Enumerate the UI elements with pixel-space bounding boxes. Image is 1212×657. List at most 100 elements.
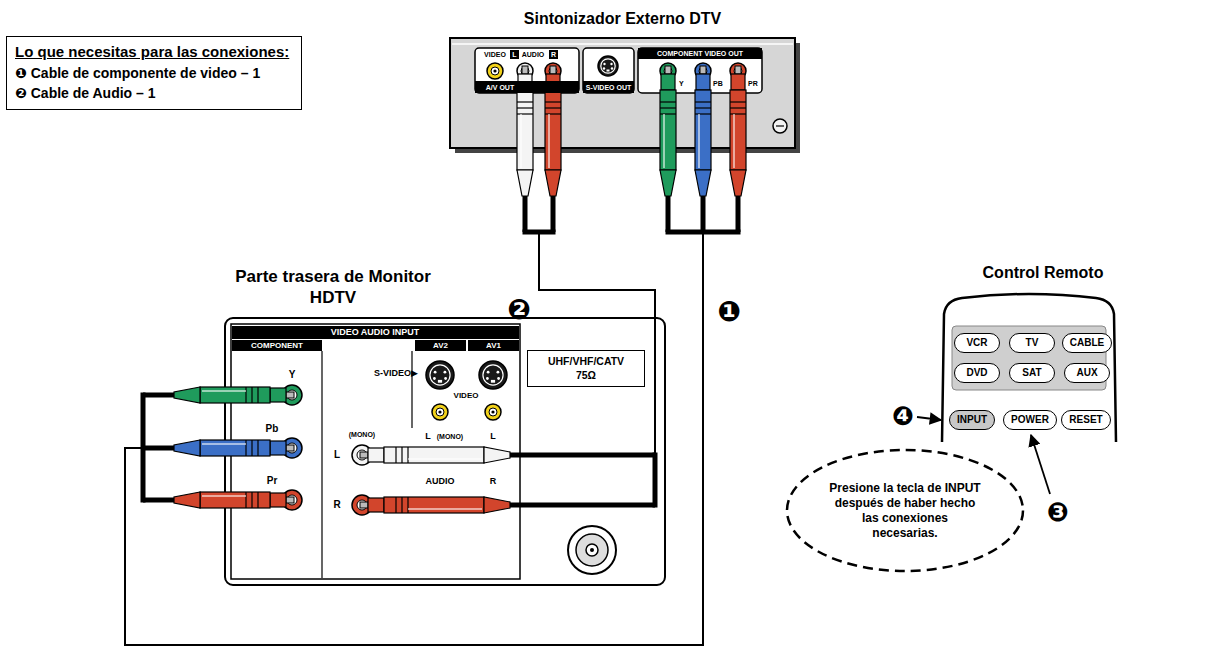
s-video-ring <box>483 365 503 385</box>
plug-grip <box>660 101 676 102</box>
connector-label: L <box>490 432 496 441</box>
connector-label: Y <box>289 370 296 380</box>
plug-grip <box>517 101 533 102</box>
plug-body <box>200 492 270 508</box>
audio-cable <box>654 318 656 455</box>
plug-collar <box>368 498 384 512</box>
plug-shine <box>408 458 482 460</box>
plug-tip <box>735 66 741 74</box>
plug-shine <box>548 114 550 168</box>
plug-shine <box>733 114 735 168</box>
s-video-jack <box>479 361 507 389</box>
plug-boot <box>174 387 200 403</box>
panel-divider <box>411 351 412 428</box>
plug-cable <box>510 453 655 458</box>
connector-label: (MONO) <box>437 433 463 440</box>
plug-shine <box>202 390 246 392</box>
plug-grip <box>251 440 252 456</box>
rca-plug <box>695 66 711 232</box>
s-video-pin <box>603 67 605 69</box>
connector-label: VIDEO <box>454 392 479 400</box>
remote-button: AUX <box>1064 363 1110 383</box>
plug-body <box>200 387 270 403</box>
tuner-highlight <box>452 43 793 45</box>
plug-grip <box>251 492 252 508</box>
plug-tip <box>522 66 528 74</box>
coax-connector <box>568 526 616 574</box>
s-video-key <box>438 380 442 383</box>
connector-label: Y <box>679 80 684 87</box>
connector-label: VIDEO AUDIO INPUT <box>331 328 420 337</box>
connector-label: AV1 <box>486 342 501 350</box>
s-video-pin <box>444 377 447 380</box>
antenna-input-box: UHF/VHF/CATV 75Ω <box>527 350 645 387</box>
connector-label: AV2 <box>433 342 448 350</box>
remote-button: VCR <box>954 333 1000 353</box>
instruction-note: Presione la tecla de INPUT después de ha… <box>785 448 1025 573</box>
plug-boot <box>730 170 746 196</box>
callout-number: ❷ <box>507 296 531 324</box>
connector-label: L <box>334 450 340 460</box>
connector-label: COMPONENT <box>251 342 303 350</box>
video-jack <box>432 404 448 420</box>
plug-body <box>517 90 533 170</box>
plug-boot <box>484 497 510 513</box>
plug-grip <box>257 440 258 456</box>
plug-collar <box>270 441 286 455</box>
remote-button: SAT <box>1009 363 1055 383</box>
panel-divider <box>321 351 322 578</box>
remote-button: POWER <box>1003 410 1057 430</box>
component-out-panel <box>638 48 762 93</box>
s-video-key <box>491 380 495 383</box>
cable-line <box>125 148 703 645</box>
plug-grip <box>401 497 402 513</box>
remote-button: DVD <box>954 363 1000 383</box>
rca-plug <box>143 387 294 403</box>
cable-bracket <box>141 395 146 500</box>
connector-label: PB <box>713 80 723 87</box>
leader-arrow <box>917 417 941 420</box>
plug-grip <box>545 113 561 114</box>
plug-boot <box>174 440 200 456</box>
connector-label: S-VIDEO OUT <box>586 84 632 91</box>
plug-grip <box>257 492 258 508</box>
jack-ring <box>287 390 297 400</box>
s-video-pin <box>487 371 490 374</box>
rca-plug <box>360 447 655 463</box>
plug-collar <box>661 74 675 90</box>
s-video-pin <box>610 63 612 65</box>
plug-collar <box>270 388 286 402</box>
s-video-ring <box>601 59 615 73</box>
plug-grip <box>257 387 258 403</box>
s-video-pin <box>497 377 500 380</box>
cable-line <box>525 148 655 318</box>
connector-label: VIDEO <box>484 51 506 58</box>
antenna-input-label: UHF/VHF/CATV 75Ω <box>544 355 628 382</box>
connector-label: R <box>333 500 340 510</box>
plug-boot <box>660 170 676 196</box>
component-header-bar <box>232 340 322 351</box>
input-header-bar <box>232 326 519 339</box>
s-video-jack <box>598 56 618 76</box>
s-video-key <box>607 70 610 72</box>
jack-ring <box>489 408 497 416</box>
tuner-screw <box>773 119 787 133</box>
coax-core <box>586 544 598 556</box>
remote-control: Control RemotoVCRTVCABLEDVDSATAUXINPUTPO… <box>940 292 1118 442</box>
plug-body <box>660 90 676 170</box>
coax-pin <box>590 548 594 552</box>
plug-boot <box>174 492 200 508</box>
rca-plug <box>730 66 746 232</box>
jack-pin <box>491 410 494 413</box>
s-video-pin <box>433 377 436 380</box>
plug-body <box>200 440 270 456</box>
plug-tip <box>286 497 294 503</box>
button-label: CABLE <box>1070 337 1104 349</box>
plug-shine <box>698 114 700 168</box>
plug-shine <box>663 114 665 168</box>
plug-grip <box>660 107 676 108</box>
plug-tip <box>700 66 706 74</box>
plug-cable <box>523 196 528 232</box>
screw-slot <box>776 125 784 126</box>
